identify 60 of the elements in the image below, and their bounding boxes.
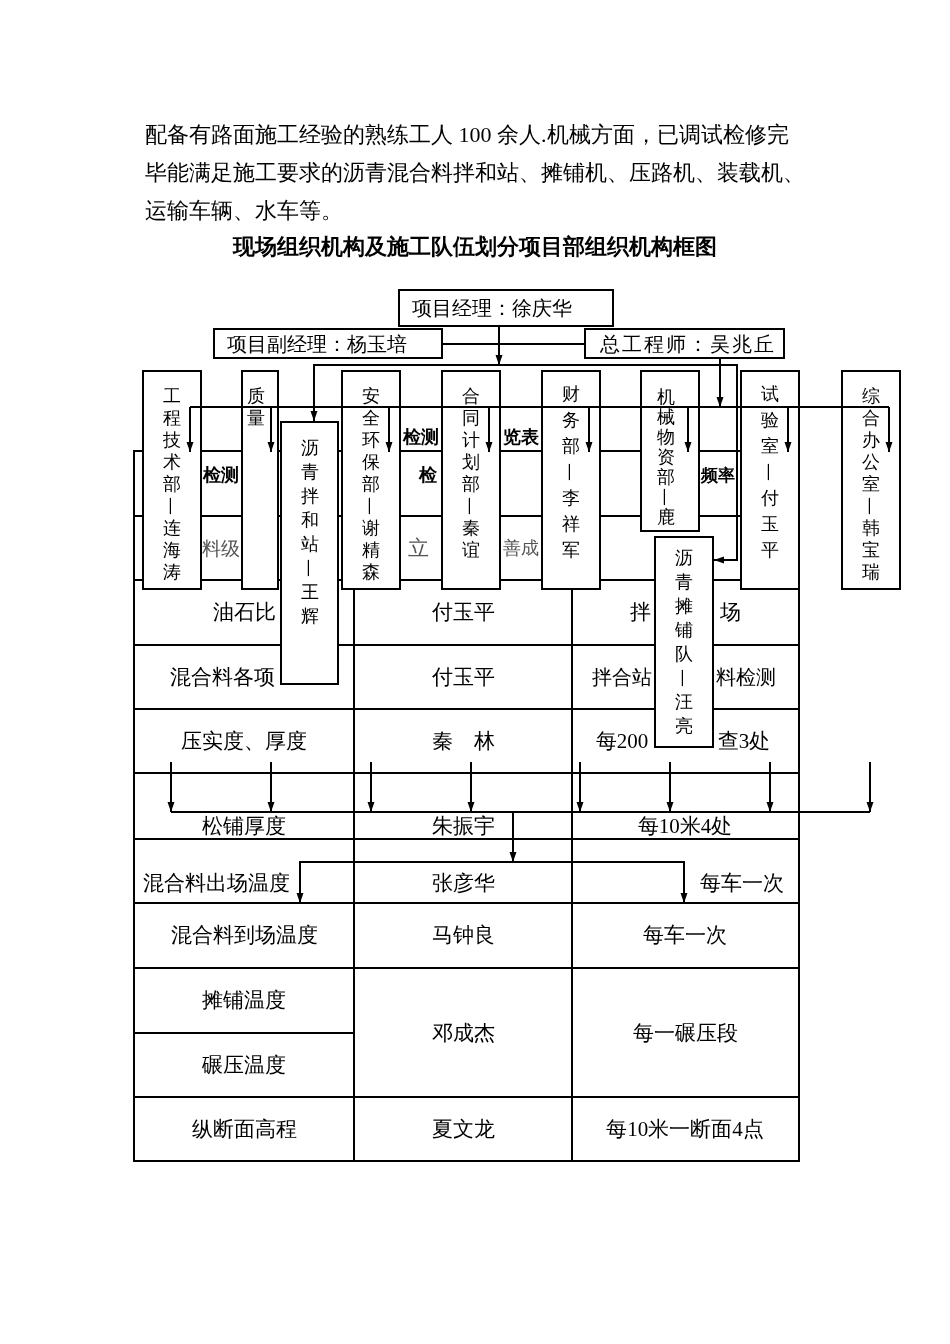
table-text: 夏文龙 [431,1118,495,1140]
department-box: 试验室—付玉平 [740,370,800,590]
department-box: 合同计划部—秦谊 [441,370,501,590]
table-text: 立 [407,537,429,559]
team-box: 沥青摊铺队—汪亮 [654,536,714,748]
column-header: 频率 [701,466,735,484]
connector-line [442,343,585,345]
table-text: 料级 [202,538,240,558]
table-text: 场 [719,601,741,623]
connector-arrow [310,364,500,422]
table-text: 付玉平 [431,601,495,623]
connector-arrow [267,406,275,453]
connector-line [189,406,890,408]
column-header: 检测 [203,466,239,484]
connector-arrow [585,406,593,453]
table-text: 纵断面高程 [191,1118,297,1140]
connector-arrow [495,326,503,366]
table-text: 油石比 [212,601,276,623]
table-text: 付玉平 [431,666,495,688]
team-box: 沥青拌和站—王辉 [280,421,339,685]
table-title: 览表 [503,428,539,446]
connector-arrow [885,406,893,453]
connector-arrow [784,406,792,453]
department-box: 安全环保部—谢精森 [341,370,401,590]
table-text: 混合料到场温度 [170,924,318,946]
connector-arrow [684,406,692,453]
table-text: 善成 [503,539,539,557]
department-box: 质量 [241,370,279,590]
table-text: 秦 林 [431,730,495,752]
department-box: 机械物资部—鹿 [640,370,700,532]
department-box: 财务部—李祥军 [541,370,601,590]
table-text: 每10米一断面4点 [606,1118,764,1140]
table-text: 摊铺温度 [202,989,286,1011]
connector-arrow [385,406,393,453]
paragraph: 配备有路面施工经验的熟练工人 100 余人.机械方面，已调试检修完毕能满足施工要求的沥青混合料拌和站、摊铺机、压路机、装载机、运输车辆、水车等。 [145,121,806,225]
table-text: 拌 [629,601,651,623]
table-text: 混合料出场温度 [142,872,290,894]
position-box: 总工程师：吴兆丘 [584,328,785,359]
table-text: 碾压温度 [202,1054,286,1076]
table-title: 检测 [403,428,439,446]
title: 现场组织机构及施工队伍划分项目部组织机构框图 [233,236,717,258]
table-text: 马钟良 [431,924,495,946]
table-text: 张彦华 [431,872,495,894]
position-box: 项目副经理：杨玉培 [213,328,443,359]
table-text: 松铺厚度 [202,815,286,837]
table-text: 压实度、厚度 [181,730,307,752]
table-text: 邓成杰 [431,1022,495,1044]
table-text: 每一碾压段 [632,1022,738,1044]
table-text: 每车一次 [643,924,727,946]
table-text: 每10米4处 [637,815,733,837]
connector-arrow [485,406,493,453]
table-text: 每车一次 [700,872,784,894]
connector-arrow [186,406,194,453]
column-header: 检 [419,466,437,484]
connector-arrow [716,358,724,408]
department-box: 工程技术部—连海涛 [142,370,202,590]
position-box: 项目经理：徐庆华 [398,289,614,327]
table-text: 朱振宇 [431,815,495,837]
department-box: 综合办公室—韩宝瑞 [841,370,901,590]
connector-arrow [498,364,738,564]
